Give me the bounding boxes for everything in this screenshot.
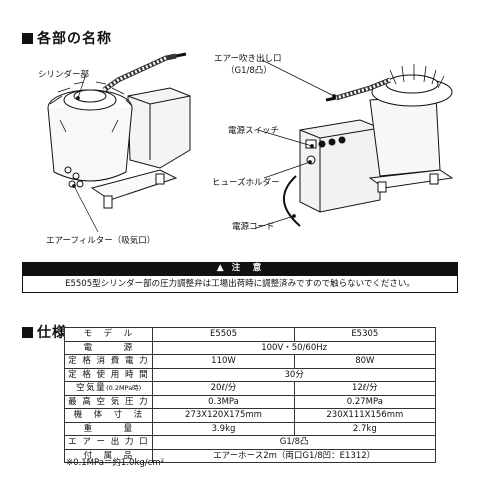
spec-row-value: 20ℓ/分 — [152, 381, 295, 396]
parts-title-text: 各部の名称 — [37, 31, 112, 47]
spec-row-label: 定 格 消 費 電 力 — [63, 354, 154, 369]
spec-row-value: 0.27MPa — [293, 394, 437, 409]
warning-triangle-icon: ▲ — [216, 263, 226, 273]
spec-row-value: 0.3MPa — [152, 394, 295, 409]
spec-header-model-1: E5505 — [152, 327, 295, 342]
caution-text: E5505型シリンダー部の圧力調整弁は工場出荷時に調整済みですので触らないでくだ… — [22, 275, 458, 293]
spec-row-label: 最 高 空 気 圧 力 — [63, 394, 154, 409]
parts-section-title: 各部の名称 — [22, 28, 112, 48]
spec-row-label: 空気量(0.2MPa時) — [63, 381, 154, 396]
spec-row-value: 80W — [293, 354, 437, 369]
square-bullet-icon — [22, 33, 33, 44]
spec-row-label: 電 源 — [63, 340, 154, 355]
spec-row-value: 100V・50/60Hz — [152, 340, 436, 355]
spec-row-value: 110W — [152, 354, 295, 369]
label-air-outlet-spec: （G1/8凸） — [226, 66, 272, 76]
spec-table: モ デ ル E5505 E5305 電 源 100V・50/60Hz 定 格 消… — [63, 327, 437, 463]
spec-header-model-2: E5305 — [293, 327, 437, 342]
spec-row-label: 定 格 使 用 時 間 — [63, 367, 154, 382]
spec-footnote: ※0.1MPa＝約1.0kg/cm² — [66, 458, 164, 468]
spec-row-value: 30分 — [152, 367, 436, 382]
leader-lines — [72, 59, 336, 233]
spec-row: 最 高 空 気 圧 力 0.3MPa 0.27MPa — [63, 394, 437, 409]
spec-row-value: G1/8凸 — [152, 435, 436, 450]
spec-row: 空気量(0.2MPa時) 20ℓ/分 12ℓ/分 — [63, 381, 437, 396]
spec-title-text: 仕様 — [37, 325, 67, 341]
spec-row: 重 量 3.9kg 2.7kg — [63, 421, 437, 436]
spec-row-value: 3.9kg — [152, 421, 295, 436]
spec-row: 定 格 消 費 電 力 110W 80W — [63, 354, 437, 369]
left-compressor-drawing — [47, 52, 191, 209]
spec-row: 付 属 品 エアーホース2m（両口G1/8凹：E1312） — [63, 448, 436, 463]
spec-row-label-main: 空気量 — [76, 383, 107, 394]
label-air-filter: エアーフィルター（吸気口） — [46, 236, 156, 246]
spec-row-label: エ ア ー 出 力 口 — [63, 435, 154, 450]
label-cylinder: シリンダー部 — [38, 70, 90, 80]
label-fuse-holder: ヒューズホルダー — [212, 178, 280, 188]
spec-row-value: 230X111X156mm — [293, 408, 437, 423]
spec-header-row: モ デ ル E5505 E5305 — [63, 327, 437, 342]
spec-row-value: エアーホース2m（両口G1/8凹：E1312） — [152, 448, 436, 463]
spec-row: エ ア ー 出 力 口 G1/8凸 — [63, 435, 436, 450]
spec-row-label: 重 量 — [63, 421, 154, 436]
spec-row: 電 源 100V・50/60Hz — [63, 340, 436, 355]
right-compressor-drawing — [282, 64, 454, 227]
square-bullet-icon — [22, 327, 33, 338]
spec-row-value: 12ℓ/分 — [293, 381, 437, 396]
spec-row-value: 273X120X175mm — [152, 408, 295, 423]
spec-header-label: モ デ ル — [63, 327, 154, 342]
label-power-cord: 電源コード — [232, 222, 275, 232]
compressor-illustrations — [47, 52, 454, 233]
spec-row-label-note: (0.2MPa時) — [106, 384, 142, 393]
caution-title: 注 意 — [231, 263, 264, 273]
spec-row: 定 格 使 用 時 間 30分 — [63, 367, 436, 382]
label-power-switch: 電源スイッチ — [228, 126, 280, 136]
spec-row-label: 付 属 品 — [63, 448, 154, 463]
spec-row-label: 機 体 寸 法 — [63, 408, 154, 423]
spec-row-value: 2.7kg — [293, 421, 437, 436]
spec-section-title: 仕様 — [22, 322, 67, 342]
caution-header: ▲ 注 意 — [22, 262, 458, 275]
label-air-outlet: エアー吹き出し口 — [214, 54, 282, 64]
spec-row: 機 体 寸 法 273X120X175mm 230X111X156mm — [63, 408, 437, 423]
